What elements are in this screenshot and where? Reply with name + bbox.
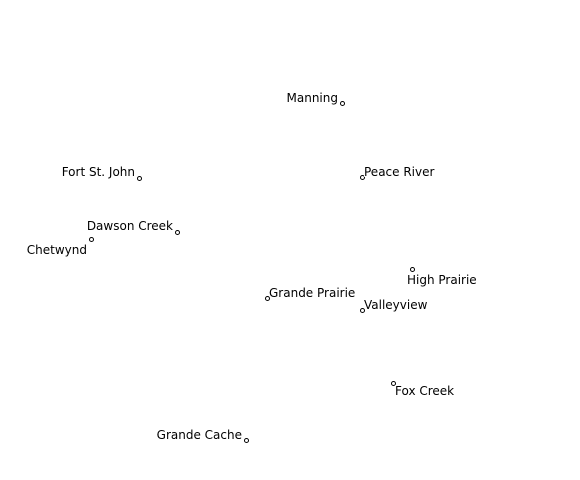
place-label-grande-cache: Grande Cache [156, 428, 242, 442]
place-label-manning: Manning [286, 91, 338, 105]
place-label-chetwynd: Chetwynd [26, 243, 87, 257]
place-label-dawson-creek: Dawson Creek [86, 219, 173, 233]
town-marker-icon [89, 237, 94, 242]
town-marker-icon [391, 381, 396, 386]
place-label-fox-creek: Fox Creek [395, 384, 455, 398]
place-label-peace-river: Peace River [364, 165, 435, 179]
town-marker-icon [340, 101, 345, 106]
place-label-high-prairie: High Prairie [407, 273, 477, 287]
town-marker-icon [360, 175, 365, 180]
place-label-valleyview: Valleyview [364, 298, 428, 312]
town-marker-icon [137, 176, 142, 181]
town-marker-icon [360, 308, 365, 313]
town-marker-icon [410, 267, 415, 272]
town-marker-icon [265, 296, 270, 301]
place-label-grande-prairie: Grande Prairie [269, 286, 356, 300]
place-label-fort-st-john: Fort St. John [61, 165, 135, 179]
town-marker-icon [175, 230, 180, 235]
town-marker-icon [244, 438, 249, 443]
